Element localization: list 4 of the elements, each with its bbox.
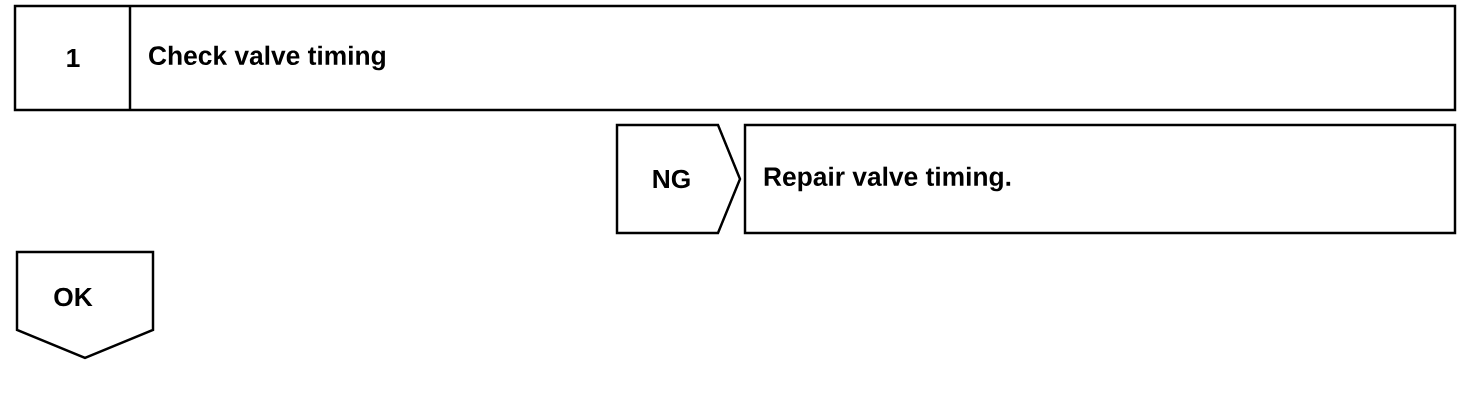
result-tab: NG [615, 123, 742, 235]
result-tab: OK [15, 250, 155, 360]
action-box: Repair valve timing. [743, 123, 1457, 235]
step-box: 1 Check valve timing [13, 4, 1457, 112]
